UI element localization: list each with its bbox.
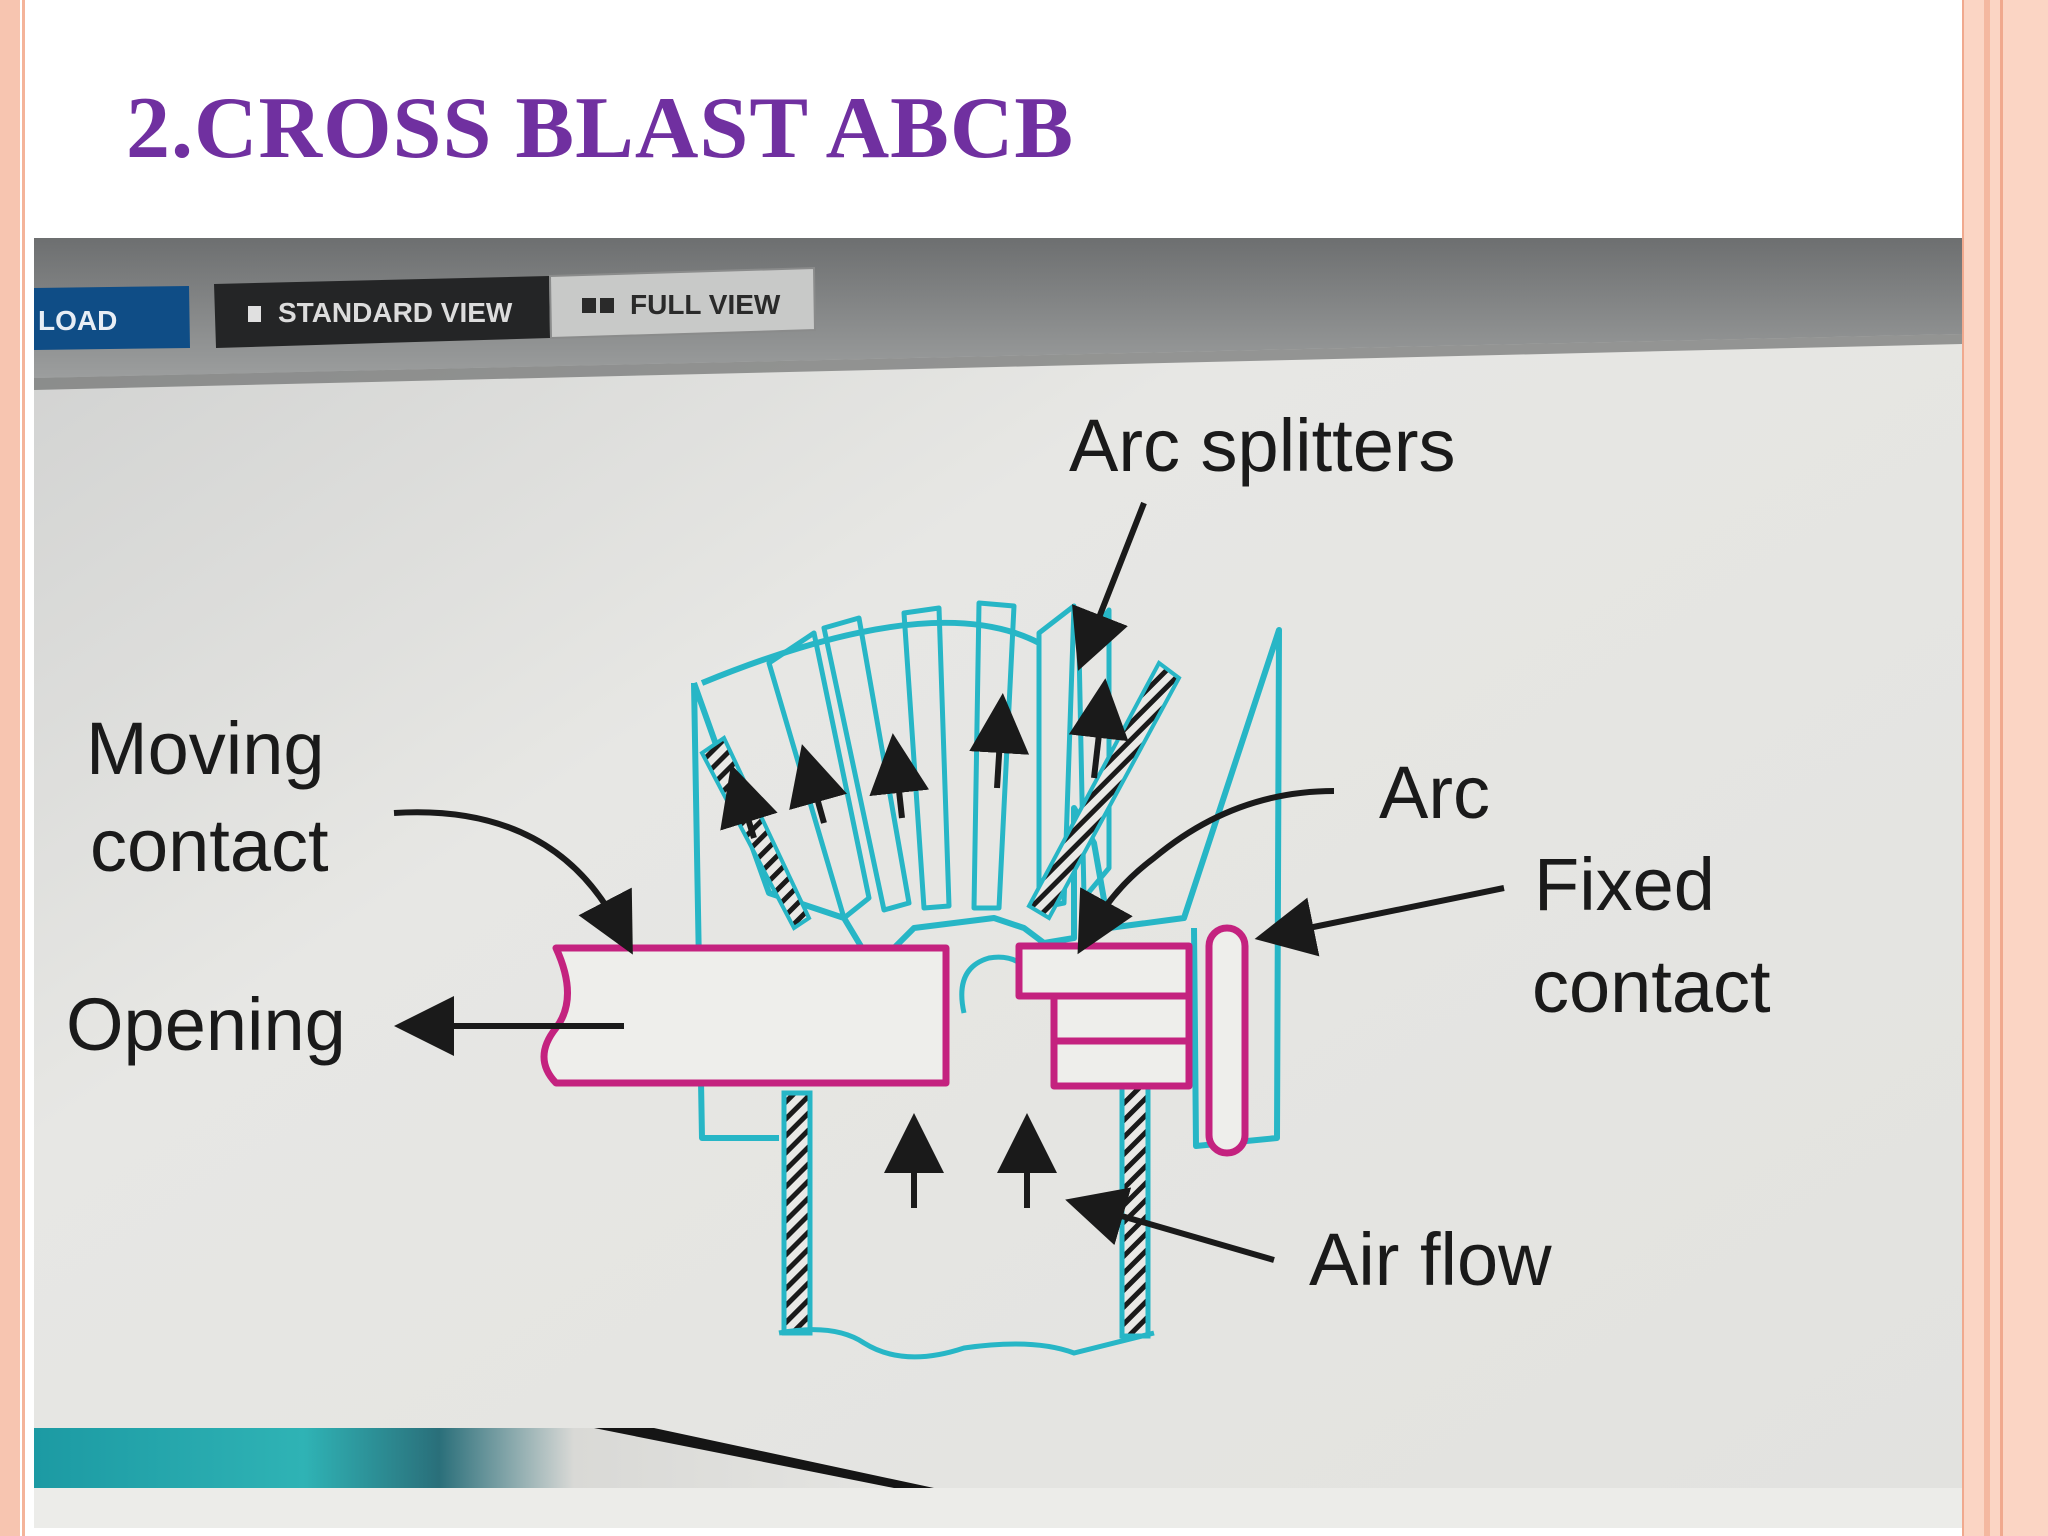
arc-label: Arc (1379, 751, 1490, 834)
arc-direction-arrows (720, 678, 1129, 839)
arc-splitters-leader (1072, 501, 1147, 671)
standard-view-icon (248, 306, 261, 322)
screen-bottom-band (34, 1428, 934, 1488)
full-view-button[interactable]: FULL VIEW (548, 266, 817, 340)
slide-title: 2.CROSS BLAST ABCB (126, 80, 1075, 177)
left-chamber-wall (781, 1090, 813, 1336)
air-flow-leader (1065, 1187, 1275, 1263)
full-view-icon (582, 298, 596, 313)
arc-leader (1077, 788, 1335, 955)
screen-toolbar (34, 238, 1962, 378)
air-flow-arrows (884, 1113, 1057, 1208)
moving-contact-label-line2: contact (90, 804, 329, 887)
fixed-contact-label-line1: Fixed (1534, 843, 1715, 926)
standard-view-button[interactable]: STANDARD VIEW (214, 276, 550, 348)
download-button[interactable]: LOAD (34, 286, 190, 350)
arc-chute-top (700, 619, 1041, 686)
fixed-contact (1015, 924, 1249, 1157)
right-hatched-plate (1026, 660, 1182, 921)
standard-view-label: STANDARD VIEW (278, 297, 513, 328)
diagram-svg: LOAD STANDARD VIEW FULL VIEW (34, 238, 1962, 1528)
download-button-label: LOAD (38, 305, 117, 336)
fixed-contact-label-line2: contact (1532, 945, 1771, 1028)
screen-bottom-band-dark (594, 1428, 934, 1488)
moving-contact-label-line1: Moving (86, 707, 325, 790)
moving-contact-leader (393, 809, 633, 955)
frame-right-border (1964, 0, 2048, 1536)
right-chamber-wall (1119, 1065, 1151, 1339)
diagram-photo: LOAD STANDARD VIEW FULL VIEW (34, 238, 1962, 1528)
moving-contact (540, 944, 950, 1087)
frame-left-line (22, 0, 25, 1536)
toolbar-edge (34, 334, 1962, 390)
full-view-icon-part (600, 298, 614, 313)
air-flow-label: Air flow (1309, 1218, 1552, 1301)
frame-left-border (0, 0, 20, 1536)
frame-right-line (2000, 0, 2003, 1536)
fixed-contact-leader (1254, 885, 1505, 957)
frame-right-line (1984, 0, 1990, 1536)
opening-label: Opening (66, 983, 346, 1066)
chamber-bottom-edge (778, 1327, 1155, 1360)
screen-bottom-edge (34, 1488, 1962, 1528)
arc-splitters-label: Arc splitters (1069, 404, 1456, 487)
full-view-label: FULL VIEW (630, 289, 781, 320)
